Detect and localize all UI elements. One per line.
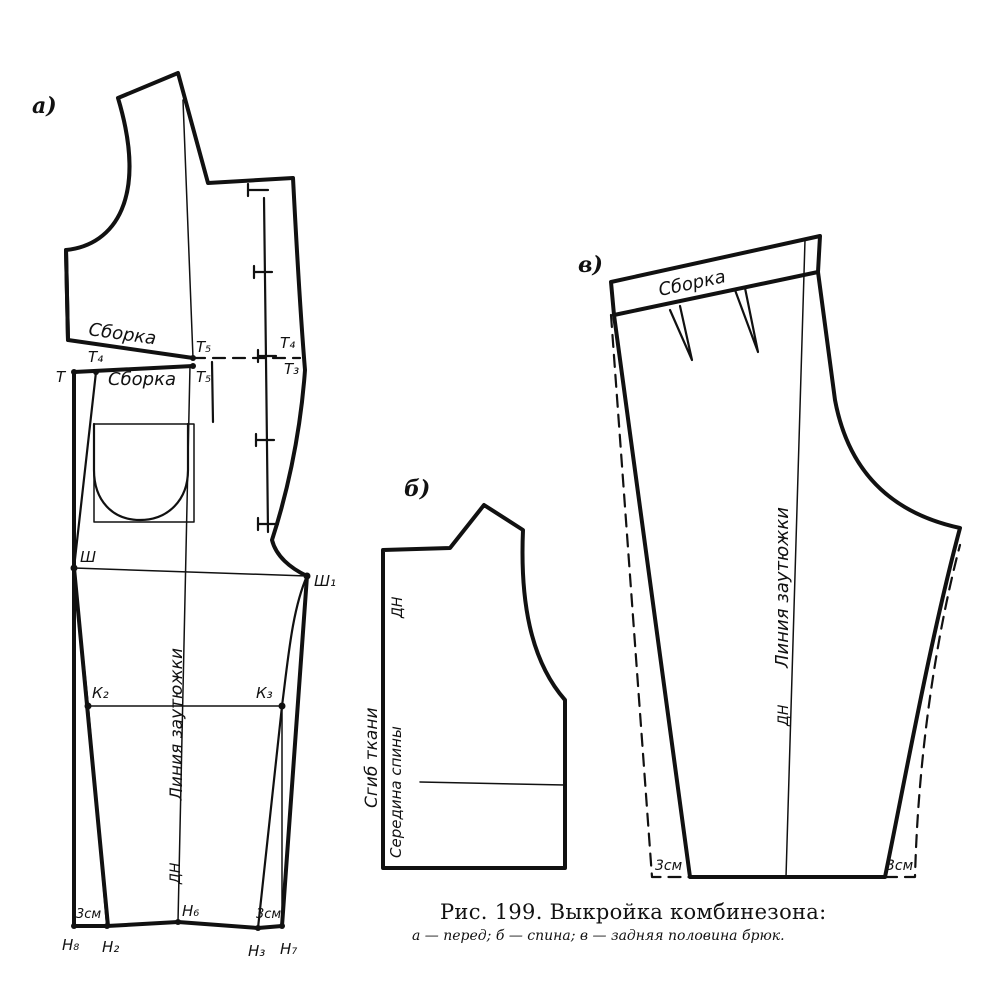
front-trousers-side-line: [72, 370, 98, 570]
front-trousers-inseam: [72, 566, 309, 930]
front-grain-mark: ДН: [168, 862, 184, 885]
point-H3: Н₃: [248, 942, 265, 960]
back-trousers-dashed-left: [609, 313, 692, 879]
point-H7: Н₇: [280, 940, 297, 958]
caption-title: Рис. 199. Выкройка комбинезона:: [440, 900, 827, 924]
button-marks: [246, 182, 280, 532]
front-hem-left-label: 3см: [76, 907, 101, 922]
back-fold-label: Сгиб ткани: [362, 708, 382, 809]
front-bodice-armhole: [64, 248, 70, 342]
pocket-curve: [92, 422, 190, 522]
front-grain-line-label: Линия заутюжки: [167, 648, 187, 801]
point-H2: Н₂: [102, 938, 119, 956]
back-bodice-outline: [381, 503, 567, 870]
point-H8: Н₈: [62, 936, 79, 954]
front-hem-right-label: 3см: [256, 907, 281, 922]
back-bodice-pattern: б) Сгиб ткани Середина спины ДН: [362, 476, 567, 870]
back-crease-line: [785, 239, 806, 878]
point-K3: К₃: [256, 684, 273, 702]
point-T: Т: [56, 368, 67, 386]
back-hem-left-label: 3см: [655, 858, 683, 874]
point-T3: Т₃: [284, 360, 299, 378]
caption-legend: а — перед; б — спина; в — задняя половин…: [412, 928, 785, 944]
figure-caption: Рис. 199. Выкройка комбинезона: а — пере…: [412, 900, 940, 944]
back-bodice-grain-mark: ДН: [390, 596, 406, 619]
back-center-label: Середина спины: [387, 726, 405, 858]
panel-v-label: в): [578, 252, 603, 278]
front-pattern: а) Сборка Сборка Т Т₄ Т₅ Т₅ Т₄ Т₃ Ш Ш₁ К…: [32, 71, 336, 960]
point-K2: К₂: [92, 684, 109, 702]
point-Sh: Ш: [80, 548, 96, 566]
point-T5-upper: Т₅: [196, 338, 211, 356]
back-dart-2: [733, 286, 760, 354]
hip-line: [73, 567, 308, 577]
panel-a-label: а): [32, 93, 57, 119]
front-gather-lower-label: Сборка: [108, 369, 176, 390]
back-grain-mark: ДН: [776, 704, 792, 727]
front-placket-line: [262, 196, 270, 534]
point-Sh1: Ш₁: [314, 572, 336, 590]
front-side-short-line: [210, 360, 215, 424]
point-T5-lower: Т₅: [196, 368, 211, 386]
back-hem-right-label: 3см: [886, 858, 914, 874]
front-bodice-grain-line: [182, 99, 194, 359]
back-trousers-dashed-right: [883, 543, 962, 879]
panel-b-label: б): [404, 476, 430, 502]
point-dots: [70, 355, 311, 931]
point-T4-left: Т₄: [88, 348, 103, 366]
back-trousers-pattern: в) Сборка Линия заутюжки ДН 3см 3см: [578, 234, 962, 879]
point-H6: Н₆: [182, 902, 199, 920]
point-T4-right: Т₄: [280, 334, 295, 352]
back-grain-line-label: Линия заутюжки: [772, 507, 793, 669]
pocket: [93, 423, 195, 523]
back-dart-1: [668, 304, 694, 362]
back-bodice-waist-line: [419, 781, 566, 786]
front-trousers-outline: [72, 364, 309, 930]
back-trousers-outline: [612, 270, 962, 879]
